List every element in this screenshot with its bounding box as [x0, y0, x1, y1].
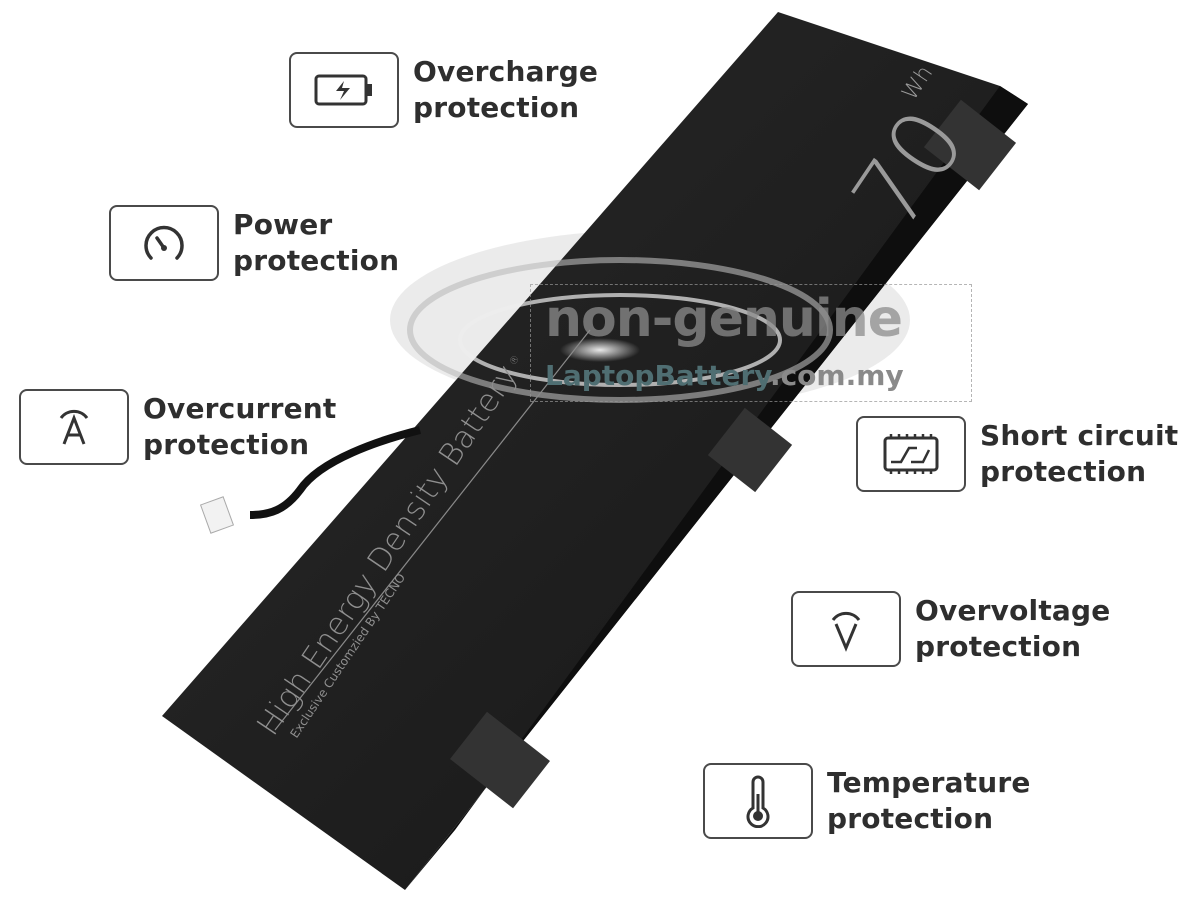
- voltage-icon: [791, 591, 901, 667]
- watermark-domain: .com.my: [769, 359, 904, 392]
- gauge-icon: [109, 205, 219, 281]
- battery-charging-icon: [289, 52, 399, 128]
- battery-body: [162, 12, 1028, 890]
- feature-title: Temperature: [827, 766, 1031, 799]
- feature-title: Overcurrent: [143, 392, 337, 425]
- circuit-board-icon: [856, 416, 966, 492]
- battery-cable: [249, 426, 421, 519]
- watermark-url: LaptopBattery.com.my: [545, 358, 904, 394]
- watermark-text: non-genuine: [545, 289, 903, 349]
- feature-subtitle: protection: [827, 802, 994, 835]
- feature-title: Overcharge: [413, 55, 599, 88]
- watermark-brand: LaptopBattery: [545, 359, 770, 392]
- thermometer-icon: [703, 763, 813, 839]
- feature-subtitle: protection: [915, 630, 1082, 663]
- ampere-icon: [19, 389, 129, 465]
- feature-title: Overvoltage: [915, 594, 1111, 627]
- feature-subtitle: protection: [233, 244, 400, 277]
- feature-subtitle: protection: [413, 91, 580, 124]
- feature-subtitle: protection: [143, 428, 310, 461]
- feature-subtitle: protection: [980, 455, 1147, 488]
- watermark-frame: [530, 284, 972, 402]
- feature-title: Power: [233, 208, 333, 241]
- feature-title: Short circuit: [980, 419, 1179, 452]
